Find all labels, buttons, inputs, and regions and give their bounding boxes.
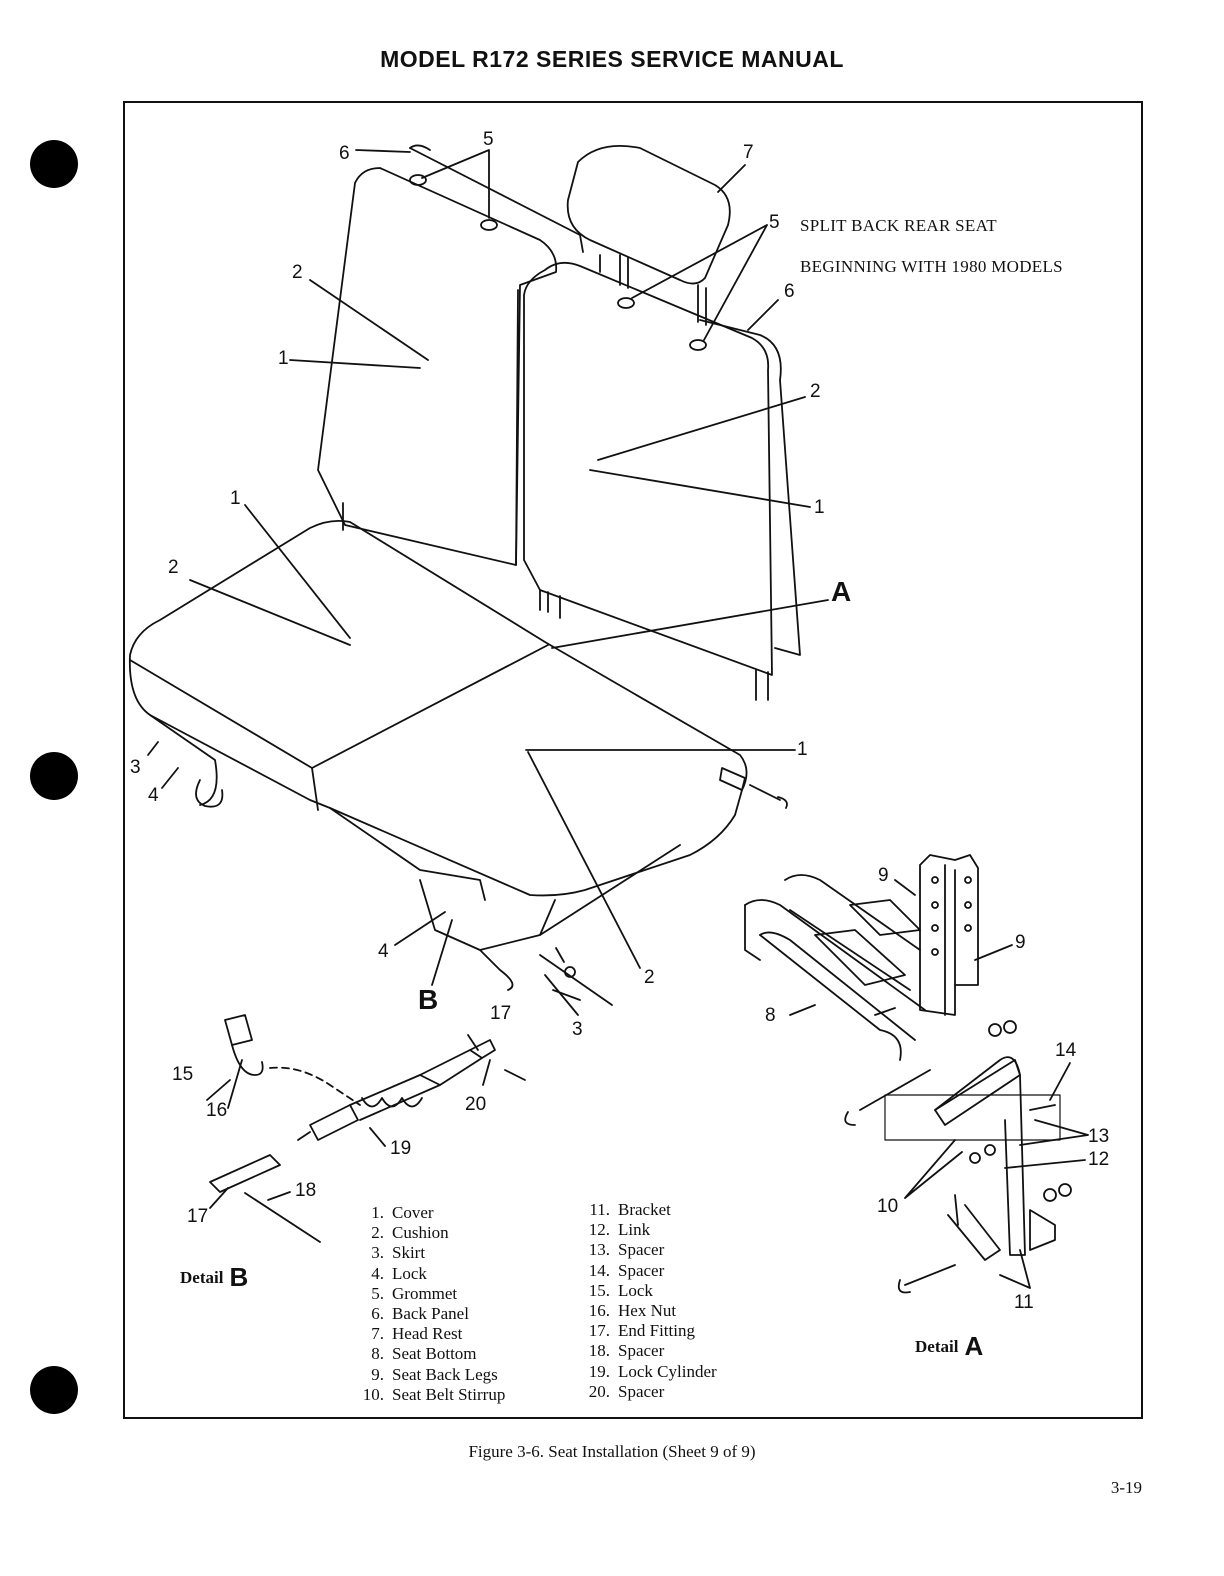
- callout-18: 18: [295, 1180, 317, 1201]
- legend-row: 4.Lock: [371, 1263, 427, 1283]
- callout-2: 2: [168, 557, 179, 578]
- legend-name: Cushion: [392, 1223, 449, 1243]
- legend-row: 14.Spacer: [588, 1260, 665, 1280]
- legend-row: 18.Spacer: [588, 1341, 665, 1361]
- callout-1: 1: [797, 739, 808, 760]
- legend-row: 13.Spacer: [588, 1240, 665, 1260]
- callout-9: 9: [878, 865, 889, 886]
- legend-name: Spacer: [618, 1260, 665, 1280]
- callout-16: 16: [206, 1100, 228, 1121]
- figure-note-line-1: SPLIT BACK REAR SEAT: [800, 216, 997, 235]
- legend-name: Lock Cylinder: [618, 1361, 717, 1381]
- legend-name: Spacer: [618, 1240, 665, 1260]
- callout-9: 9: [1015, 932, 1026, 953]
- left-seat-back: [317, 144, 584, 566]
- legend-name: Link: [618, 1220, 651, 1240]
- right-seat-back: [523, 261, 801, 701]
- legend-name: Grommet: [392, 1283, 458, 1303]
- punch-hole-bottom: [30, 1366, 78, 1414]
- figure-frame: [123, 101, 1143, 1419]
- callout-detail-b: B: [418, 984, 439, 1015]
- legend-name: Seat Back Legs: [392, 1364, 498, 1384]
- seat-hardware: [555, 767, 788, 978]
- parts-legend-right: 11.Bracket 12.Link 13.Spacer 14.Spacer 1…: [574, 1200, 717, 1402]
- legend-row: 9.Seat Back Legs: [371, 1364, 498, 1384]
- legend-name: Lock: [392, 1263, 427, 1283]
- legend-name: Head Rest: [392, 1324, 463, 1344]
- legend-row: 20.Spacer: [588, 1381, 665, 1401]
- callout-20: 20: [465, 1094, 487, 1115]
- legend-row: 8.Seat Bottom: [371, 1344, 477, 1364]
- legend-row: 1.Cover: [371, 1203, 434, 1222]
- detail-b-assembly: [206, 1014, 526, 1243]
- legend-name: Skirt: [392, 1243, 426, 1263]
- callout-2: 2: [292, 262, 303, 283]
- leader-lines: [147, 149, 829, 1016]
- legend-row: 19.Lock Cylinder: [588, 1361, 717, 1381]
- legend-row: 5.Grommet: [371, 1283, 458, 1303]
- callout-2: 2: [810, 381, 821, 402]
- punch-hole-middle: [30, 752, 78, 800]
- figure-caption: Figure 3-6. Seat Installation (Sheet 9 o…: [468, 1442, 756, 1461]
- figure-note-line-2: BEGINNING WITH 1980 MODELS: [800, 257, 1063, 276]
- callout-11: 11: [1014, 1292, 1034, 1313]
- legend-name: Seat Bottom: [392, 1344, 477, 1364]
- callout-17: 17: [490, 1003, 512, 1024]
- callout-2: 2: [644, 967, 655, 988]
- parts-legend-left: 1.Cover 2.Cushion 3.Skirt 4.Lock 5.Gromm…: [348, 1203, 506, 1405]
- callout-1: 1: [230, 488, 241, 509]
- legend-name: Spacer: [618, 1341, 665, 1361]
- callout-12: 12: [1088, 1149, 1110, 1170]
- legend-name: Hex Nut: [618, 1301, 677, 1321]
- legend-name: Back Panel: [392, 1304, 469, 1324]
- head-rest: [566, 145, 731, 326]
- legend-row: 17.End Fitting: [588, 1321, 695, 1341]
- detail-a-assembly: [744, 854, 1089, 1294]
- seat-bottom-cushion: [128, 519, 748, 991]
- callout-15: 15: [172, 1064, 194, 1085]
- callout-6: 6: [339, 143, 350, 164]
- callout-4: 4: [378, 941, 389, 962]
- callout-5: 5: [483, 129, 494, 150]
- callout-3: 3: [572, 1019, 583, 1040]
- legend-row: 10.Seat Belt Stirrup: [362, 1384, 506, 1404]
- callout-13: 13: [1088, 1126, 1110, 1147]
- punch-hole-top: [30, 140, 78, 188]
- legend-row: 16.Hex Nut: [588, 1301, 677, 1321]
- legend-row: 6.Back Panel: [371, 1304, 469, 1324]
- callout-detail-a: A: [831, 576, 852, 607]
- page-number: 3-19: [1110, 1478, 1142, 1497]
- legend-row: 12.Link: [588, 1220, 651, 1240]
- callout-3: 3: [130, 757, 141, 778]
- legend-name: Seat Belt Stirrup: [392, 1384, 506, 1404]
- callout-14: 14: [1055, 1040, 1077, 1061]
- callout-5: 5: [769, 212, 780, 233]
- callout-8: 8: [765, 1005, 776, 1026]
- legend-row: 7.Head Rest: [371, 1324, 463, 1344]
- legend-name: End Fitting: [618, 1321, 695, 1341]
- callout-10: 10: [877, 1196, 899, 1217]
- callout-4: 4: [148, 785, 159, 806]
- legend-row: 15.Lock: [588, 1280, 653, 1300]
- legend-row: 3.Skirt: [371, 1243, 426, 1263]
- callout-1: 1: [814, 497, 825, 518]
- legend-name: Spacer: [618, 1381, 665, 1401]
- legend-row: 2.Cushion: [371, 1223, 449, 1243]
- callout-6: 6: [784, 281, 795, 302]
- legend-row: 11.Bracket: [589, 1200, 671, 1219]
- callout-17: 17: [187, 1206, 209, 1227]
- callout-1: 1: [278, 348, 289, 369]
- page-title: MODEL R172 SERIES SERVICE MANUAL: [380, 46, 844, 72]
- legend-name: Bracket: [618, 1200, 671, 1219]
- callout-7: 7: [743, 142, 754, 163]
- legend-name: Lock: [618, 1280, 653, 1300]
- callout-19: 19: [390, 1138, 412, 1159]
- legend-name: Cover: [392, 1203, 434, 1222]
